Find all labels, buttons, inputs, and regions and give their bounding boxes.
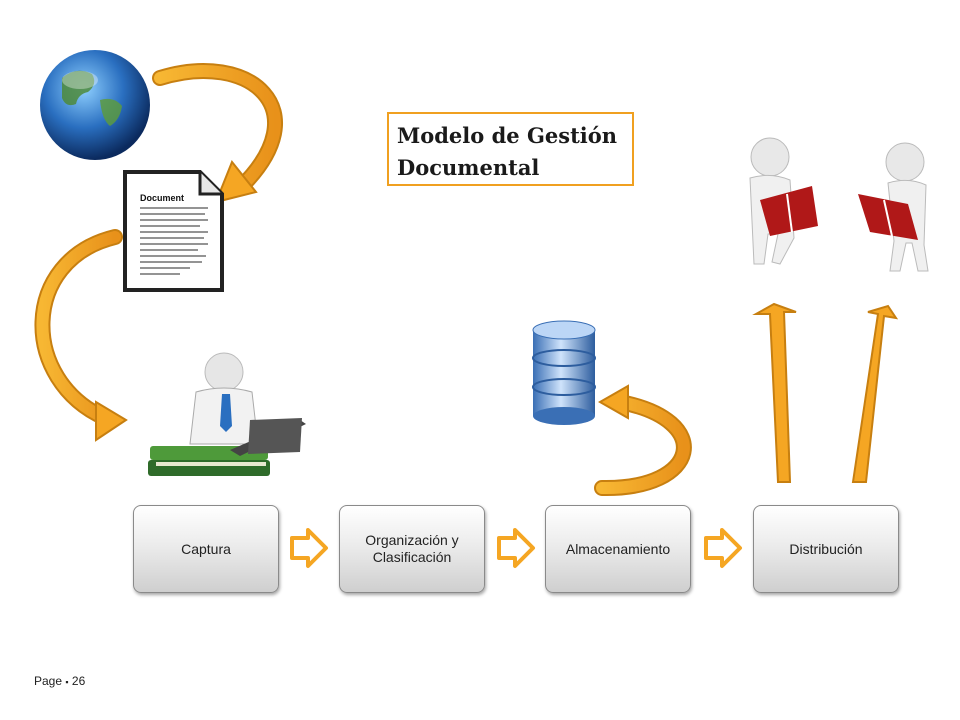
step-organizacion: Organización y Clasificación — [339, 505, 485, 593]
step-label: Almacenamiento — [565, 540, 671, 557]
separator: ▪ — [65, 677, 69, 687]
page-label: Page — [34, 674, 63, 688]
page-footer: Page ▪ 26 — [34, 674, 85, 688]
person-reading-icon — [858, 142, 929, 272]
person-reading-icon — [749, 137, 818, 265]
step-label: Distribución — [789, 540, 863, 557]
page-number: 26 — [71, 674, 86, 688]
curved-arrow-document-to-person — [34, 229, 128, 442]
curved-arrow-to-database — [594, 384, 692, 497]
database-icon — [532, 320, 596, 425]
step-arrow-2 — [497, 528, 535, 568]
person-laptop-icon — [146, 350, 306, 478]
arrow-up-right — [851, 304, 899, 483]
title-line-1: Modelo de Gestión — [397, 123, 618, 148]
step-arrow-1 — [290, 528, 328, 568]
curved-arrow-globe-to-document — [152, 63, 283, 204]
document-heading: Document — [140, 193, 184, 203]
step-label: Captura — [181, 540, 231, 557]
diagram-title: Modelo de Gestión Documental — [387, 112, 634, 186]
title-line-2: Documental — [397, 155, 540, 180]
arrow-up-left — [752, 302, 797, 483]
step-distribucion: Distribución — [753, 505, 899, 593]
document-icon — [123, 170, 224, 292]
step-label: Organización y Clasificación — [365, 532, 459, 565]
step-almacenamiento: Almacenamiento — [545, 505, 691, 593]
step-captura: Captura — [133, 505, 279, 593]
globe-icon — [40, 50, 150, 160]
step-arrow-3 — [704, 528, 742, 568]
